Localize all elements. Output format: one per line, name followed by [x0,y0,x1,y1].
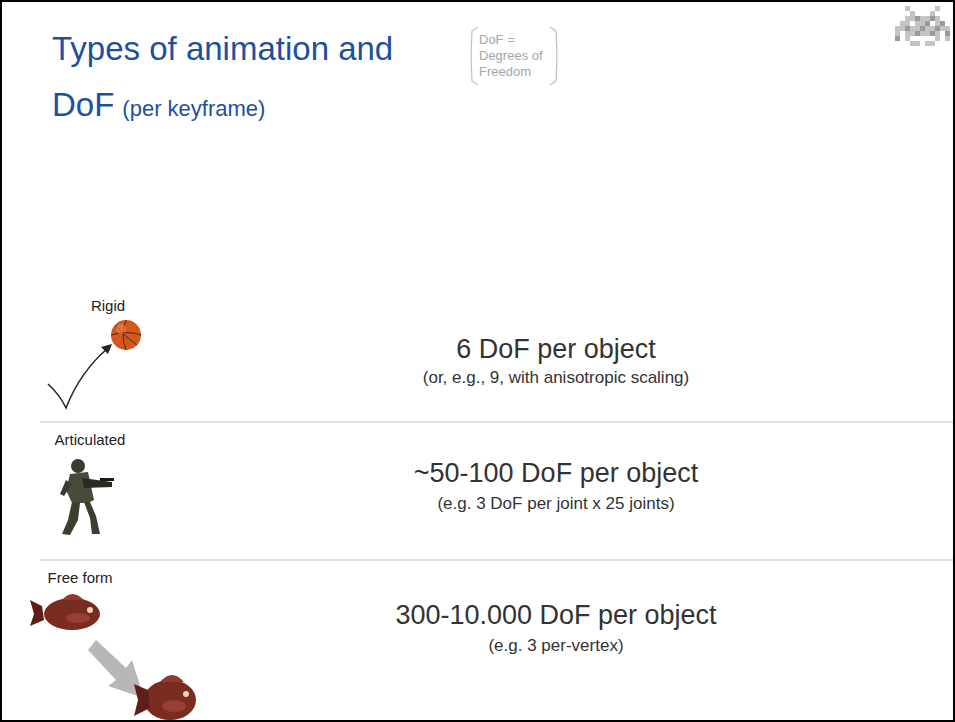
invader-pixel [925,26,930,31]
invader-pixel [905,16,910,21]
invader-pixel [910,41,915,46]
invader-pixel [930,26,935,31]
category-label: Rigid [91,297,125,315]
dof-count: 300-10.000 DoF per object [395,599,716,631]
invader-pixel [925,41,930,46]
invader-pixel [920,26,925,31]
definition-text: DoF = Degrees of Freedom [479,32,552,80]
dof-example: (e.g. 3 DoF per joint x 25 joints) [437,494,674,514]
invader-pixel [925,31,930,36]
invader-pixel [905,31,910,36]
invader-pixel [925,21,930,26]
invader-pixel [915,21,920,26]
invader-pixel [930,16,935,21]
invader-pixel [910,11,915,16]
invader-pixel [915,31,920,36]
invader-pixel [920,21,925,26]
invader-pixel [935,31,940,36]
invader-pixel [905,36,910,41]
invader-pixel [940,26,945,31]
invader-pixel [940,21,945,26]
invader-pixel [930,11,935,16]
invader-pixel [945,36,950,41]
invader-pixel [915,16,920,21]
invader-pixel [900,21,905,26]
invader-pixel [905,26,910,31]
invader-pixel [935,6,940,11]
definition-box: DoF = Degrees of Freedom [470,26,558,86]
invader-pixel [915,41,920,46]
title-subtitle: (per keyframe) [122,96,265,121]
invader-pixel [935,21,940,26]
invader-pixel [930,41,935,46]
row-separator [40,560,953,561]
invader-pixel [910,31,915,36]
invader-pixel [935,26,940,31]
invader-pixel [915,26,920,31]
row-separator [40,422,953,423]
dof-count: 6 DoF per object [456,333,656,365]
fish-illustration [30,594,196,720]
invader-pixel [905,21,910,26]
dof-count: ~50-100 DoF per object [414,457,698,489]
invader-pixel [920,31,925,36]
invader-pixel [905,6,910,11]
space-invader-icon [895,6,950,46]
ball-illustration [48,320,141,408]
invader-pixel [895,36,900,41]
invader-pixel [900,26,905,31]
bracket-right [550,27,557,85]
dof-example: (or, e.g., 9, with anisotropic scaling) [423,368,689,388]
invader-pixel [920,16,925,21]
soldier-illustration [60,459,114,535]
dof-example: (e.g. 3 per-vertex) [488,636,623,656]
invader-pixel [935,16,940,21]
invader-pixel [930,31,935,36]
invader-pixel [945,31,950,36]
invader-pixel [910,26,915,31]
bracket-left [471,27,478,85]
invader-pixel [910,16,915,21]
title-block: Types of animation and DoF(per keyframe) [52,24,397,136]
invader-pixel [925,16,930,21]
category-label: Articulated [55,431,126,449]
invader-pixel [935,36,940,41]
invader-pixel [895,26,900,31]
invader-pixel [945,26,950,31]
category-label: Free form [47,569,112,587]
invader-pixel [895,31,900,36]
